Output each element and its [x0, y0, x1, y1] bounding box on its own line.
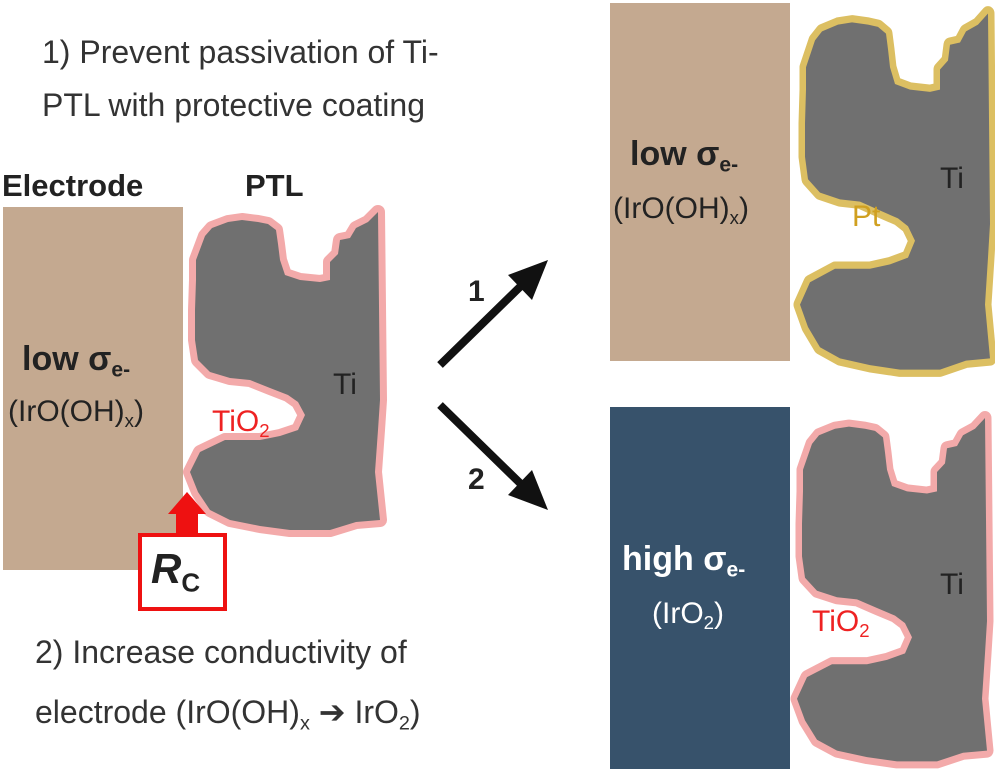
step2-caption-mid: IrO	[345, 694, 399, 730]
bottom-right-tio2-sub: 2	[859, 619, 870, 641]
top-right-ti-label: Ti	[940, 162, 964, 195]
arrow-2-line	[437, 402, 528, 491]
step2-caption-sub: x	[299, 712, 310, 735]
left-ti-label: Ti	[333, 368, 357, 401]
bottom-right-conductivity-label: high σe-	[622, 540, 746, 582]
left-material-sub: x	[124, 409, 134, 431]
step1-caption-line2: PTL with protective coating	[42, 87, 425, 123]
top-right-clip	[995, 0, 1000, 390]
arrows	[437, 260, 548, 510]
arrow-1-line	[437, 279, 528, 368]
rc-arrow-shaft	[176, 510, 198, 536]
bottom-right-ti-label: Ti	[940, 568, 964, 601]
step2-caption-line2: electrode (IrO(OH)x ➔ IrO2)	[35, 692, 421, 735]
bottom-right-tio2-main: TiO	[812, 605, 860, 638]
top-right-conductivity-main: low σ	[630, 135, 720, 173]
step1-caption-line1: 1) Prevent passivation of Ti-	[42, 34, 439, 70]
bottom-right-tio2-label: TiO2	[812, 605, 870, 641]
left-material-post: )	[133, 395, 144, 428]
bottom-right-material-pre: (IrO	[652, 597, 704, 630]
left-panel	[3, 207, 380, 611]
bottom-right-conductivity-sub: e-	[726, 558, 746, 582]
rc-main: R	[151, 545, 182, 592]
rc-sub: C	[181, 567, 201, 598]
arrow-2-label: 2	[468, 463, 485, 496]
top-right-material-post: )	[738, 192, 749, 225]
step2-caption-sub2: 2	[398, 712, 410, 735]
rc-label: RC	[151, 545, 200, 595]
top-right-material-pre: (IrO(OH)	[613, 192, 730, 225]
ptl-label: PTL	[245, 168, 304, 203]
step2-caption-line1: 2) Increase conductivity of	[35, 634, 407, 670]
bottom-right-panel	[610, 407, 987, 769]
top-right-material-sub: x	[729, 206, 739, 228]
left-conductivity-label: low σe-	[22, 340, 131, 382]
left-material-label: (IrO(OH)x)	[8, 395, 144, 431]
bottom-right-material-label: (IrO2)	[652, 597, 724, 633]
bottom-right-electrode-block	[610, 407, 790, 769]
left-conductivity-sub: e-	[111, 358, 131, 382]
left-tio2-label: TiO2	[212, 405, 270, 441]
step2-caption-arrow: ➔	[318, 694, 346, 730]
bottom-right-material-post: )	[714, 597, 724, 630]
rc-arrow-head	[168, 492, 206, 514]
electrode-label: Electrode	[2, 168, 144, 203]
left-material-pre: (IrO(OH)	[8, 395, 125, 428]
arrow-1-label: 1	[468, 275, 485, 308]
left-tio2-main: TiO	[212, 405, 260, 438]
top-right-electrode-block	[610, 3, 790, 361]
top-right-panel	[610, 0, 1000, 390]
top-right-conductivity-label: low σe-	[630, 135, 739, 177]
arrow-2-head	[508, 470, 548, 510]
left-electrode-block	[3, 207, 183, 570]
bottom-right-conductivity-main: high σ	[622, 540, 727, 578]
top-right-conductivity-sub: e-	[719, 153, 739, 177]
top-right-pt-label: Pt	[852, 200, 881, 233]
arrow-1-head	[508, 260, 548, 300]
bottom-right-material-sub: 2	[703, 611, 714, 633]
left-conductivity-main: low σ	[22, 340, 112, 378]
left-tio2-sub: 2	[259, 419, 270, 441]
rc-box	[138, 533, 227, 611]
step2-caption-pre: electrode (IrO(OH)	[35, 694, 300, 730]
step2-caption-end: )	[409, 694, 421, 730]
top-right-material-label: (IrO(OH)x)	[613, 192, 749, 228]
